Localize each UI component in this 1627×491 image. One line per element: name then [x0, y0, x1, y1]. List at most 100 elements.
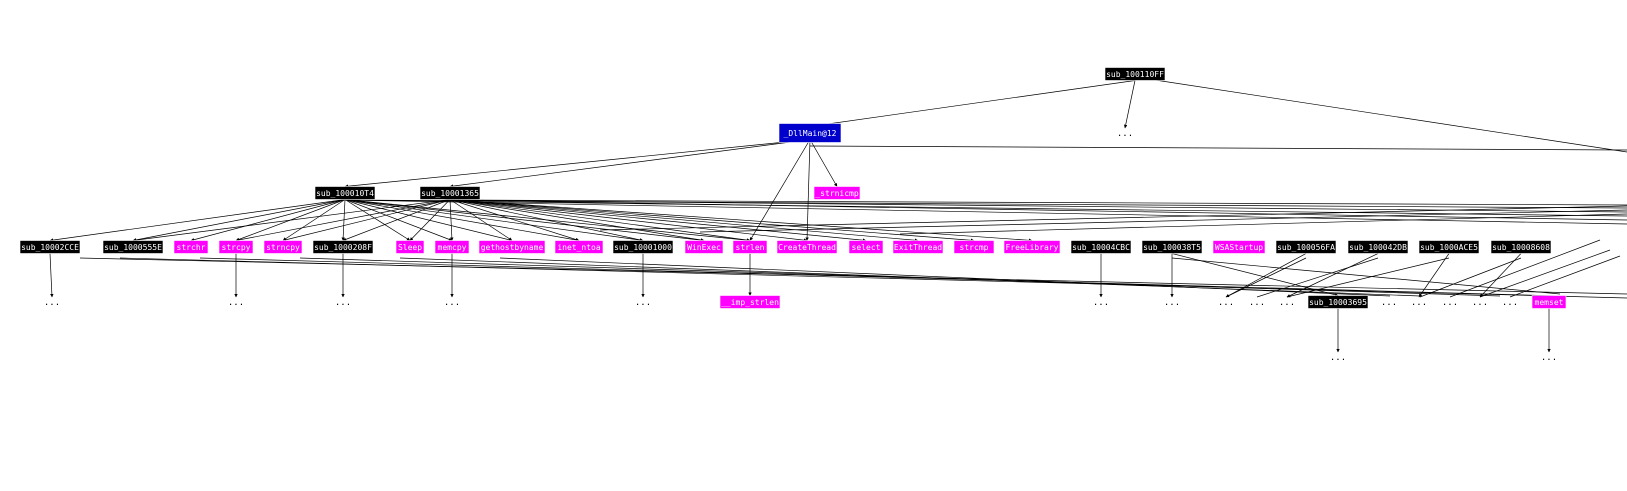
node-memset[interactable]: memset [1531, 295, 1567, 309]
collapsed-node-ell-14[interactable]: ... [1472, 298, 1488, 308]
node-label: sub_10008608 [1492, 243, 1550, 252]
collapsed-node-ell-8[interactable]: ... [1218, 298, 1234, 308]
node-strcpy[interactable]: strcpy [218, 240, 254, 254]
node-memcpy[interactable]: memcpy [434, 240, 470, 254]
node-inet-ntoa[interactable]: inet_ntoa [554, 240, 604, 254]
node-sub-1000555e[interactable]: sub_1000555E [102, 240, 164, 254]
node-box [395, 240, 425, 254]
node-strnicmp[interactable]: _strnicmp [813, 186, 861, 200]
node-sub-10008608[interactable]: sub_10008608 [1490, 240, 1552, 254]
node-sub-100038t5[interactable]: sub_100038T5 [1141, 240, 1203, 254]
node-wsastartup[interactable]: WSAStartup [1212, 240, 1266, 254]
collapsed-node-ell-11[interactable]: ... [1381, 298, 1397, 308]
node-winexec[interactable]: WinExec [684, 240, 724, 254]
edge-bundle-21 [1419, 257, 1522, 298]
node-label: sub_100110FF [1106, 70, 1164, 79]
node-sub-10001000[interactable]: sub_10001000 [612, 240, 674, 254]
node-createthread[interactable]: CreateThread [776, 240, 838, 254]
node-box [953, 240, 995, 254]
node-label: sub_10004CBC [1072, 243, 1130, 252]
node-sub-10004cbc[interactable]: sub_10004CBC [1070, 240, 1132, 254]
node-box [102, 240, 164, 254]
node-box [1347, 240, 1409, 254]
node-label: sub_100038T5 [1143, 243, 1201, 252]
node-box [778, 123, 842, 143]
collapsed-node-ell-12[interactable]: ... [1411, 298, 1427, 308]
node-sub-1000208f[interactable]: sub_1000208F [312, 240, 374, 254]
node-label: sub_1000208F [314, 243, 372, 252]
node-sub-10001365[interactable]: sub_10001365 [419, 186, 481, 200]
node-box [776, 240, 838, 254]
ellipsis-label: ... [635, 298, 651, 308]
node-label: strchr [177, 243, 206, 252]
ellipsis-label: ... [1472, 298, 1488, 308]
edge-bundle-19 [1256, 257, 1379, 298]
collapsed-node-ell-1[interactable]: ... [44, 298, 60, 308]
collapsed-node-ell-top[interactable]: ... [1117, 129, 1133, 139]
node-exitthread[interactable]: ExitThread [892, 240, 944, 254]
node-box [1275, 240, 1337, 254]
node-sub-100056fa[interactable]: sub_100056FA [1275, 240, 1337, 254]
node-sub-10002cce[interactable]: sub_10002CCE [19, 240, 81, 254]
collapsed-node-ell-15[interactable]: ... [1502, 298, 1518, 308]
collapsed-node-ell-9[interactable]: ... [1249, 298, 1265, 308]
collapsed-node-ell-19[interactable]: ... [1541, 353, 1557, 363]
node-freelibrary[interactable]: FreeLibrary [1003, 240, 1061, 254]
node-sub-100042db[interactable]: sub_100042DB [1347, 240, 1409, 254]
edge-bundle-24 [1509, 255, 1621, 298]
node-box [478, 240, 546, 254]
node-label: sub_10002CCE [21, 243, 79, 252]
edge-21 [235, 199, 451, 242]
ellipsis-label: ... [1164, 298, 1180, 308]
edge-16 [344, 199, 580, 242]
node-strncpy[interactable]: strncpy [263, 240, 303, 254]
node-select[interactable]: select [848, 240, 884, 254]
node-box [173, 240, 209, 254]
node-box [1418, 240, 1480, 254]
edge-bundle-6 [449, 199, 1627, 221]
node-label: strlen [736, 243, 765, 252]
edge-20 [132, 199, 451, 242]
node-sub-1000ace5[interactable]: sub_1000ACE5 [1418, 240, 1480, 254]
node-box [419, 186, 481, 200]
node-strlen[interactable]: strlen [732, 240, 768, 254]
node-sub-10003695[interactable]: sub_10003695 [1307, 295, 1369, 309]
edge-29 [449, 199, 705, 242]
node-strchr[interactable]: strchr [173, 240, 209, 254]
collapsed-node-ell-4[interactable]: ... [444, 298, 460, 308]
collapsed-node-ell-10[interactable]: ... [1279, 298, 1295, 308]
edge-3 [449, 139, 811, 188]
node-sleep[interactable]: Sleep [395, 240, 425, 254]
node-label: Sleep [398, 243, 422, 252]
ellipsis-label: ... [444, 298, 460, 308]
node-label: inet_ntoa [557, 243, 601, 252]
node-label: _strnicmp [815, 189, 859, 198]
ellipsis-label: ... [1330, 353, 1346, 363]
ellipsis-label: ... [228, 298, 244, 308]
node-gethostbyname[interactable]: gethostbyname [478, 240, 546, 254]
edge-11 [282, 199, 346, 241]
node-box [719, 295, 781, 309]
node-box [434, 240, 470, 254]
collapsed-node-ell-18[interactable]: ... [1330, 353, 1346, 363]
collapsed-node-ell-6[interactable]: ... [1093, 298, 1109, 308]
collapsed-node-ell-5[interactable]: ... [635, 298, 651, 308]
collapsed-node-ell-2[interactable]: ... [228, 298, 244, 308]
collapsed-node-ell-13[interactable]: ... [1442, 298, 1458, 308]
node-dllmain[interactable]: _DllMain@12 [778, 123, 842, 143]
edge-bundle-10 [899, 213, 1627, 235]
ellipsis-label: ... [1279, 298, 1295, 308]
ellipsis-label: ... [1502, 298, 1518, 308]
edge-47 [1418, 253, 1450, 298]
edge-35 [449, 199, 1033, 243]
edge-18 [344, 199, 705, 242]
node-box [218, 240, 254, 254]
node-imp-strlen[interactable]: __imp_strlen [719, 295, 781, 309]
node-box [1003, 240, 1061, 254]
collapsed-node-ell-7[interactable]: ... [1164, 298, 1180, 308]
node-sub-100110ff[interactable]: sub_100110FF [1104, 67, 1166, 81]
collapsed-node-ell-3[interactable]: ... [335, 298, 351, 308]
ellipsis-label: ... [335, 298, 351, 308]
node-strcmp[interactable]: strcmp [953, 240, 995, 254]
node-sub-100010t4[interactable]: sub_100010T4 [314, 186, 376, 200]
